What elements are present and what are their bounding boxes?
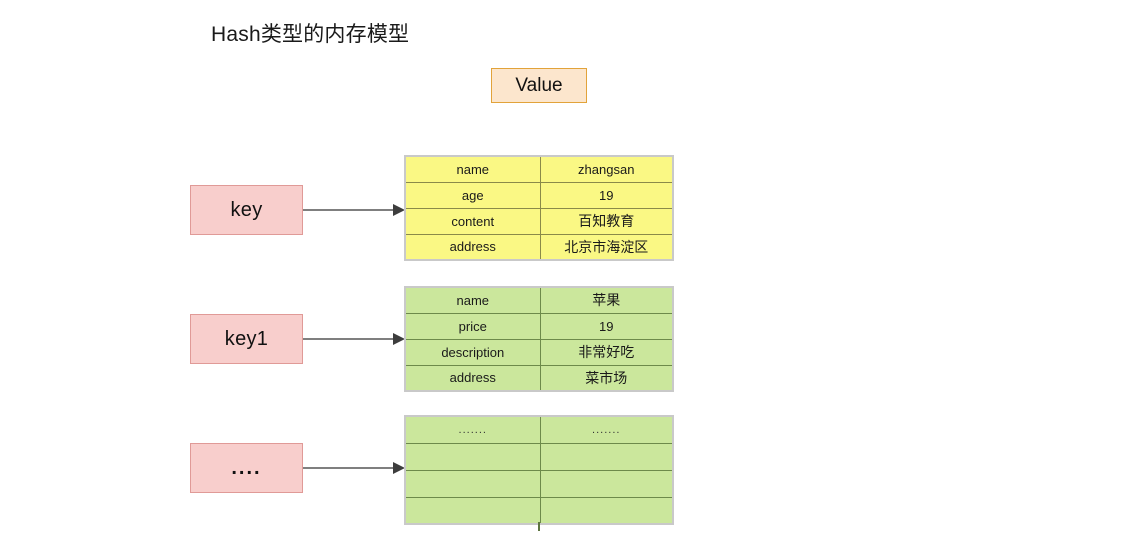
value-cell (539, 496, 674, 525)
field-cell: description (404, 338, 541, 366)
table-row: ....... ....... (404, 415, 674, 444)
field-cell: age (404, 181, 541, 209)
field-cell: address (404, 364, 541, 392)
field-cell (404, 442, 541, 471)
field-cell: name (404, 286, 541, 314)
value-cell (539, 442, 674, 471)
arrow-key-to-table-3 (303, 462, 405, 474)
arrow-shaft (303, 209, 395, 211)
table-row: name 苹果 (404, 286, 674, 314)
value-cell: zhangsan (539, 155, 674, 183)
value-cell: 百知教育 (539, 207, 674, 235)
table-row: price 19 (404, 312, 674, 340)
field-cell (404, 469, 541, 498)
field-cell: address (404, 233, 541, 261)
value-legend-box: Value (491, 68, 587, 103)
table-divider-stub (538, 522, 540, 531)
key-box-label-2: key1 (224, 327, 269, 350)
table-row (404, 469, 674, 498)
key-box-label-3: .... (231, 456, 262, 479)
value-cell (539, 469, 674, 498)
value-cell: 菜市场 (539, 364, 674, 392)
table-row: name zhangsan (404, 155, 674, 183)
value-cell: 19 (539, 312, 674, 340)
field-cell: name (404, 155, 541, 183)
key-box-2: key1 (190, 314, 303, 364)
table-row: address 北京市海淀区 (404, 233, 674, 261)
key-box-3: .... (190, 443, 303, 493)
hash-table-3: ....... ....... (404, 415, 674, 525)
key-box-label-1: key (230, 198, 263, 221)
arrow-key-to-table-1 (303, 204, 405, 216)
arrow-shaft (303, 467, 395, 469)
value-legend-label: Value (515, 74, 563, 96)
value-cell: 苹果 (539, 286, 674, 314)
hash-table-1: name zhangsan age 19 content 百知教育 addres… (404, 155, 674, 261)
field-cell (404, 496, 541, 525)
table-row: content 百知教育 (404, 207, 674, 235)
arrow-shaft (303, 338, 395, 340)
table-row: age 19 (404, 181, 674, 209)
field-cell: ....... (404, 415, 541, 444)
value-cell: ....... (539, 415, 674, 444)
table-row: description 非常好吃 (404, 338, 674, 366)
field-cell: content (404, 207, 541, 235)
field-cell: price (404, 312, 541, 340)
key-box-1: key (190, 185, 303, 235)
value-cell: 19 (539, 181, 674, 209)
page-title: Hash类型的内存模型 (211, 23, 410, 46)
table-row (404, 496, 674, 525)
arrow-key-to-table-2 (303, 333, 405, 345)
table-row (404, 442, 674, 471)
value-cell: 北京市海淀区 (539, 233, 674, 261)
value-cell: 非常好吃 (539, 338, 674, 366)
hash-table-2: name 苹果 price 19 description 非常好吃 addres… (404, 286, 674, 392)
table-row: address 菜市场 (404, 364, 674, 392)
